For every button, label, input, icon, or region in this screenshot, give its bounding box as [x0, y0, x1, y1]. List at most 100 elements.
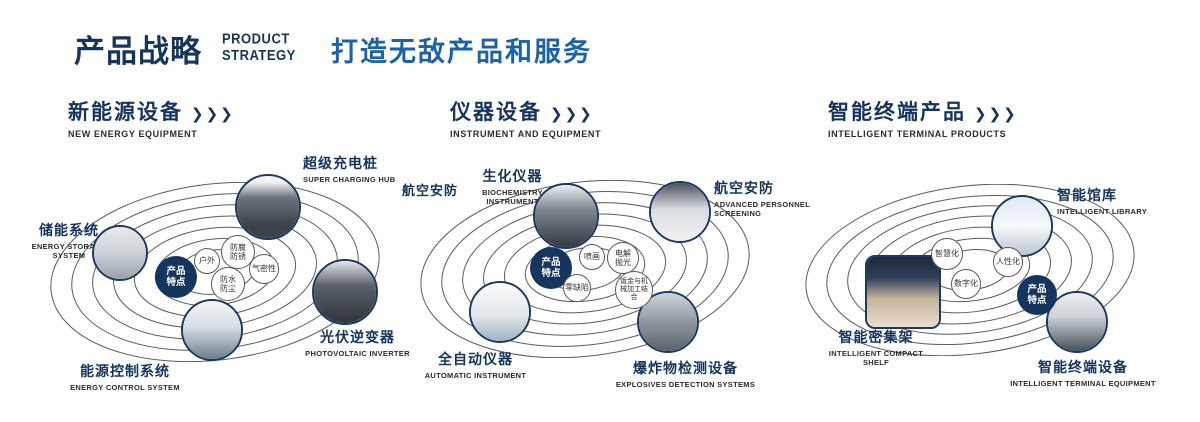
photovoltaic-inverter-image — [314, 261, 376, 323]
automatic-instrument-photo — [469, 281, 531, 343]
item-label-zh: 生化仪器 — [482, 168, 543, 184]
feature-bubble-label: 零缺陷 — [565, 283, 589, 293]
item-label-zh: 全自动仪器 — [438, 351, 513, 367]
feature-bubble-label: 喷画 — [584, 252, 600, 262]
feature-center-badge: 产品特点 — [1017, 275, 1057, 315]
feature-bubble: 电解抛光 — [607, 242, 639, 274]
feature-bubble: 气密性 — [249, 254, 279, 284]
section-title: 仪器设备 — [450, 101, 542, 124]
energy-storage-photo — [92, 225, 148, 281]
triple-arrow-icon: ❯❯❯ — [550, 106, 594, 123]
label-intelligent-library: 智能馆库 INTELLIGENT LIBRARY — [1057, 185, 1172, 216]
page-title-en-line1: PRODUCT — [222, 29, 290, 48]
feature-bubble-label: 电解抛光 — [615, 248, 631, 267]
feature-bubble-label: 人性化 — [996, 257, 1020, 267]
biochemistry-image — [535, 185, 597, 247]
label-automatic-instrument: 全自动仪器 AUTOMATIC INSTRUMENT — [418, 349, 533, 380]
feature-bubble: 钣金与机械加工结合 — [615, 271, 653, 309]
feature-center-label: 产品特点 — [541, 256, 561, 279]
explosives-detection-image — [639, 293, 697, 351]
label-biochemistry: 生化仪器 BIOCHEMISTRY INSTRUMENT — [460, 166, 565, 207]
item-label-zh: 航空安防 — [402, 183, 459, 198]
explosives-detection-photo — [637, 291, 699, 353]
label-compact-shelf: 智能密集架 INTELLIGENT COMPACT SHELF — [820, 327, 932, 368]
energy-control-photo — [181, 299, 243, 361]
section-header-intelligent-terminal: 智能终端产品 ❯❯❯ INTELLIGENT TERMINAL PRODUCTS — [828, 96, 1018, 139]
item-label-en: ENERGY STORAGE SYSTEM — [31, 242, 107, 261]
feature-bubble-label: 防水防尘 — [220, 274, 236, 293]
feature-center-label: 产品特点 — [1027, 283, 1047, 306]
feature-bubble: 人性化 — [993, 247, 1023, 277]
section-subtitle: INSTRUMENT AND EQUIPMENT — [450, 129, 602, 139]
triple-arrow-icon: ❯❯❯ — [191, 106, 235, 123]
item-label-en: INTELLIGENT LIBRARY — [1057, 207, 1148, 216]
item-label-en: PHOTOVOLTAIC INVERTER — [305, 349, 410, 358]
feature-bubble: 智慧化 — [931, 238, 963, 270]
personnel-screening-photo — [649, 181, 711, 243]
intelligent-library-photo — [991, 195, 1053, 257]
item-label-zh: 光伏逆变器 — [320, 329, 395, 345]
super-charging-hub-photo — [235, 174, 301, 240]
item-label-zh: 智能终端设备 — [1038, 359, 1128, 375]
page-title-en-line2: STRATEGY — [222, 45, 296, 63]
terminal-equipment-image — [1048, 293, 1106, 351]
item-label-en: ADVANCED PERSONNEL SCREENING — [714, 200, 810, 219]
section-header-new-energy: 新能源设备 ❯❯❯ NEW ENERGY EQUIPMENT — [68, 96, 235, 139]
item-label-en: INTELLIGENT COMPACT SHELF — [828, 349, 924, 368]
label-super-charging-hub: 超级充电桩 SUPER CHARGING HUB — [303, 153, 423, 184]
section-header-instruments: 仪器设备 ❯❯❯ INSTRUMENT AND EQUIPMENT — [450, 96, 601, 139]
item-label-en: BIOCHEMISTRY INSTRUMENT — [482, 188, 543, 207]
label-terminal-equipment: 智能终端设备 INTELLIGENT TERMINAL EQUIPMENT — [1008, 357, 1158, 388]
label-energy-control: 能源控制系统 ENERGY CONTROL SYSTEM — [60, 361, 190, 392]
feature-bubble: 喷画 — [579, 244, 605, 270]
item-label-zh: 航空安防 — [714, 180, 774, 196]
item-label-zh: 智能馆库 — [1057, 187, 1117, 203]
triple-arrow-icon: ❯❯❯ — [974, 106, 1018, 123]
intelligent-library-image — [993, 197, 1051, 255]
section-subtitle: NEW ENERGY EQUIPMENT — [68, 129, 198, 139]
section-subtitle: INTELLIGENT TERMINAL PRODUCTS — [828, 129, 1007, 139]
feature-bubble-label: 数字化 — [954, 279, 978, 289]
feature-bubble: 防水防尘 — [211, 267, 245, 301]
item-label-zh: 智能密集架 — [838, 329, 914, 345]
super-charging-hub-image — [237, 176, 299, 238]
compact-shelf-image — [867, 257, 939, 327]
label-aviation-security-left: 航空安防 — [402, 180, 472, 199]
photovoltaic-inverter-photo — [312, 259, 378, 325]
feature-bubble-label: 户外 — [199, 256, 215, 266]
terminal-equipment-photo — [1046, 291, 1108, 353]
label-photovoltaic-inverter: 光伏逆变器 PHOTOVOLTAIC INVERTER — [300, 327, 415, 358]
slogan: 打造无敌产品和服务 — [331, 37, 592, 67]
energy-control-image — [183, 301, 241, 359]
page-title-en: PRODUCT STRATEGY — [222, 31, 296, 62]
label-explosives-detection: 爆炸物检测设备 EXPLOSIVES DETECTION SYSTEMS — [598, 358, 773, 389]
energy-storage-image — [94, 227, 146, 279]
biochemistry-photo — [533, 183, 599, 249]
item-label-en: EXPLOSIVES DETECTION SYSTEMS — [615, 380, 756, 389]
section-title: 智能终端产品 — [828, 101, 966, 124]
item-label-zh: 超级充电桩 — [303, 155, 378, 171]
label-personnel-screening: 航空安防 ADVANCED PERSONNEL SCREENING — [714, 178, 812, 219]
automatic-instrument-image — [471, 283, 529, 341]
section-title: 新能源设备 — [68, 101, 183, 124]
feature-center-label: 产品特点 — [166, 265, 186, 288]
item-label-en: INTELLIGENT TERMINAL EQUIPMENT — [1010, 379, 1156, 388]
item-label-zh: 能源控制系统 — [80, 363, 170, 379]
feature-bubble-label: 钣金与机械加工结合 — [620, 277, 648, 302]
feature-bubble-label: 防腐防锈 — [230, 242, 246, 261]
item-label-en: ENERGY CONTROL SYSTEM — [70, 383, 180, 392]
compact-shelf-photo — [865, 255, 941, 329]
label-energy-storage: 储能系统 ENERGY STORAGE SYSTEM — [28, 220, 110, 261]
personnel-screening-image — [651, 183, 709, 241]
item-label-en: AUTOMATIC INSTRUMENT — [424, 371, 527, 380]
feature-bubble-label: 气密性 — [252, 264, 276, 274]
feature-bubble: 零缺陷 — [563, 274, 591, 302]
feature-bubble: 户外 — [194, 248, 220, 274]
feature-bubble: 数字化 — [951, 269, 981, 299]
item-label-zh: 爆炸物检测设备 — [633, 360, 738, 376]
feature-center-badge: 产品特点 — [155, 256, 197, 298]
item-label-en: SUPER CHARGING HUB — [303, 175, 396, 184]
feature-bubble-label: 智慧化 — [935, 249, 959, 259]
page-title: 产品战略 — [74, 34, 202, 69]
